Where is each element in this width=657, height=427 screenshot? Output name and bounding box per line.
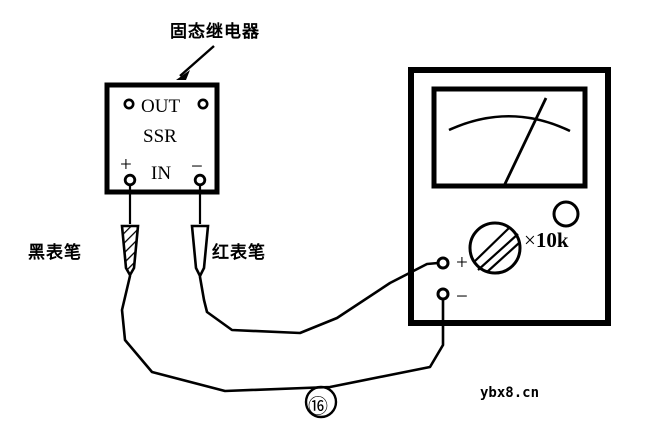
range-indicator-circle: [552, 200, 580, 228]
figure-number-circle: [304, 385, 338, 419]
black-probe-tip: [120, 224, 140, 278]
range-knob-hatching: [473, 227, 520, 273]
ssr-callout-label: 固态继电器: [170, 22, 260, 42]
range-selector-knob[interactable]: [468, 221, 522, 275]
figure-number: ⑯: [308, 396, 328, 418]
ssr-in-plus-terminal: [123, 173, 137, 187]
meter-plus-label: +: [456, 250, 468, 274]
ssr-in-minus-label: −: [191, 154, 203, 178]
ssr-body-label: SSR: [143, 126, 177, 147]
ssr-callout-arrow: [176, 45, 215, 80]
meter-plus-jack[interactable]: [436, 256, 450, 270]
meter-minus-jack[interactable]: [436, 287, 450, 301]
ssr-in-minus-terminal: [193, 173, 207, 187]
ssr-out-label: OUT: [141, 96, 181, 117]
range-multiply-sign: ×: [524, 228, 536, 252]
ssr-in-label: IN: [151, 163, 172, 184]
meter-needle: [502, 97, 548, 187]
ssr-out-terminal-left: [123, 98, 135, 110]
meter-scale-arc: [448, 114, 571, 133]
ssr-out-terminal-right: [197, 98, 209, 110]
wire-black-probe-to-meter-minus: [120, 274, 445, 393]
red-probe-label: 红表笔: [212, 243, 266, 263]
meter-minus-label: −: [456, 284, 468, 308]
watermark-text: ybx8.cn: [480, 385, 540, 401]
black-probe-label: 黑表笔: [28, 243, 82, 263]
wire-red-probe-to-meter-plus: [198, 261, 440, 335]
red-probe-tip: [190, 224, 210, 279]
ssr-in-plus-label: +: [120, 152, 132, 176]
meter-scale-window: [431, 86, 588, 189]
meter-range-label: ×10k: [524, 228, 569, 253]
range-value: 10k: [535, 228, 569, 252]
